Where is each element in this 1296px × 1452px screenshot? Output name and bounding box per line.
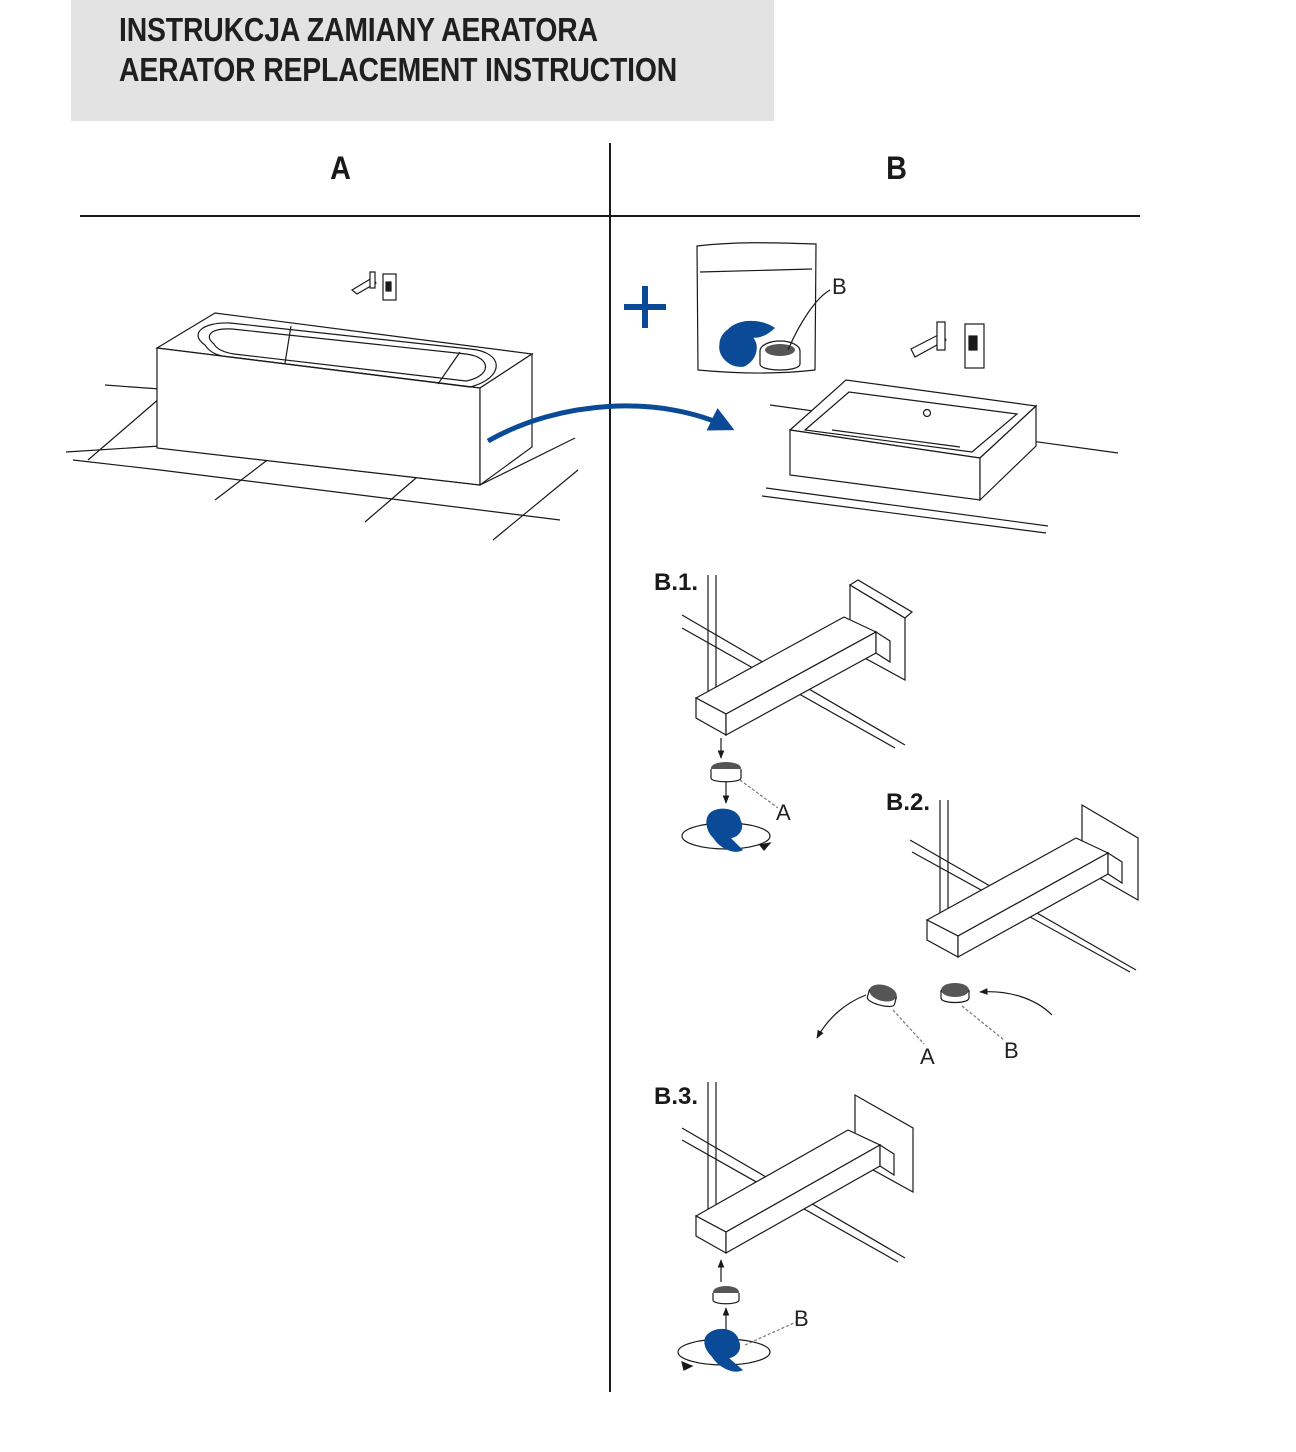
title-english: AERATOR REPLACEMENT INSTRUCTION: [119, 51, 678, 88]
column-b-heading: B: [886, 150, 907, 186]
step-b1-label: B.1.: [654, 569, 698, 596]
header-banner: INSTRUKCJA ZAMIANY AERATORA AERATOR REPL…: [71, 0, 774, 121]
step-b3-label: B.3.: [654, 1083, 698, 1110]
step-b1-callout: A: [776, 800, 791, 825]
kit-callout-label: B: [832, 274, 847, 299]
plus-icon: [624, 286, 666, 328]
step-b3-illustration: [677, 1082, 914, 1372]
spare-parts-bag: [696, 242, 831, 374]
bathtub-illustration: [65, 271, 579, 541]
step-b2-illustration: [816, 800, 1139, 1045]
column-a-heading: A: [330, 150, 351, 186]
step-b2-callout-old: A: [920, 1044, 935, 1069]
step-b3-callout: B: [794, 1306, 809, 1331]
step-b2-label: B.2.: [886, 789, 930, 816]
transition-arrow: [486, 403, 735, 444]
step-b1-illustration: [681, 575, 914, 852]
title-polish: INSTRUKCJA ZAMIANY AERATORA: [119, 11, 598, 48]
washbasin-illustration: [761, 321, 1119, 534]
step-b2-callout-new: B: [1004, 1038, 1019, 1063]
